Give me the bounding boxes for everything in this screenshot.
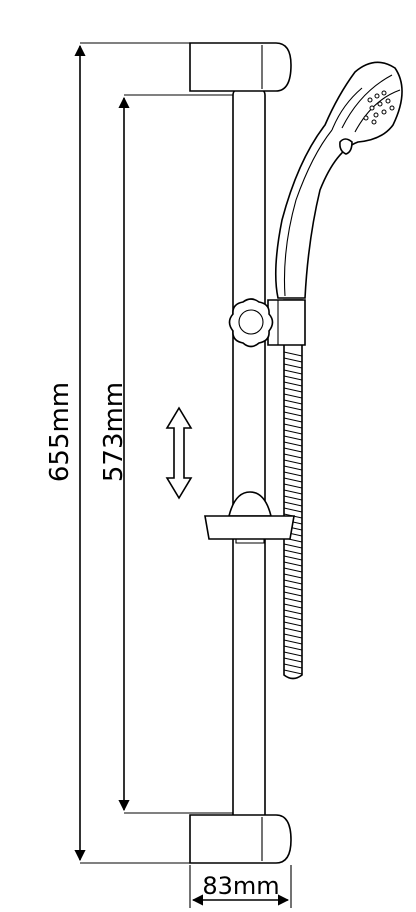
hose-ring [283, 651, 303, 657]
hose-ring [283, 573, 303, 579]
hose-ring [283, 555, 303, 561]
soap-dish [204, 491, 295, 544]
handset-nozzles [363, 90, 395, 125]
hose-ring [283, 471, 303, 477]
hose-ring [283, 627, 303, 633]
projection-depth-dimension: 83mm [189, 865, 292, 908]
slider-knob [228, 298, 274, 348]
bar-height-dimension: 573mm [99, 94, 238, 814]
hose-ring [283, 591, 303, 597]
top-wall-bracket [189, 42, 292, 92]
hose-ring [283, 435, 303, 441]
hose-ring [283, 501, 303, 507]
hose-ring [283, 423, 303, 429]
hose-rings [283, 351, 303, 675]
hose-ring [283, 663, 303, 669]
hose-ring [283, 477, 303, 483]
hose-ring [283, 453, 303, 459]
hose-ring [283, 495, 303, 501]
hose-ring [283, 585, 303, 591]
hose-ring [283, 507, 303, 513]
hose-ring [283, 621, 303, 627]
hose-ring [283, 429, 303, 435]
hose-ring [283, 609, 303, 615]
double-vertical-arrow-icon [165, 406, 193, 500]
nozzle [369, 105, 375, 111]
hose-ring [283, 489, 303, 495]
nozzle [377, 101, 383, 107]
hose-ring [283, 447, 303, 453]
hose-ring [283, 633, 303, 639]
shower-hose [283, 299, 303, 680]
nozzle [385, 98, 391, 104]
hose-ring [283, 561, 303, 567]
hose-ring [283, 375, 303, 381]
nozzle [389, 105, 395, 111]
hose-ring [283, 603, 303, 609]
height-adjust-slider [267, 299, 306, 346]
hose-ring [283, 483, 303, 489]
hose-ring [283, 441, 303, 447]
hose-ring [283, 579, 303, 585]
rail-bar [232, 86, 266, 829]
hose-ring [283, 381, 303, 387]
nozzle [371, 119, 377, 125]
hose-ring [283, 615, 303, 621]
hose-ring [283, 417, 303, 423]
hose-ring [283, 567, 303, 573]
hose-ring [283, 369, 303, 375]
hose-ring [283, 669, 303, 675]
nozzle [374, 93, 380, 99]
hose-ring [283, 465, 303, 471]
hose-ring [283, 399, 303, 405]
projection-depth-label: 83mm [202, 872, 279, 900]
nozzle [381, 109, 387, 115]
hose-ring [283, 357, 303, 363]
hose-ring [283, 543, 303, 549]
hose-ring [283, 645, 303, 651]
nozzle [363, 115, 369, 121]
bar-height-label: 573mm [99, 382, 129, 482]
hose-ring [283, 549, 303, 555]
bottom-wall-bracket [189, 814, 292, 864]
shower-handset [274, 61, 403, 299]
overall-height-dimension: 655mm [45, 42, 190, 864]
nozzle [367, 97, 373, 103]
hose-ring [283, 459, 303, 465]
nozzle [381, 90, 387, 96]
hose-ring [283, 411, 303, 417]
hose-ring [283, 405, 303, 411]
hose-ring [283, 387, 303, 393]
overall-height-label: 655mm [45, 382, 75, 482]
nozzle [373, 112, 379, 118]
hose-ring [283, 363, 303, 369]
hose-ring [283, 351, 303, 357]
hose-ring [283, 597, 303, 603]
hose-ring [283, 657, 303, 663]
hose-ring [283, 639, 303, 645]
hose-ring [283, 393, 303, 399]
